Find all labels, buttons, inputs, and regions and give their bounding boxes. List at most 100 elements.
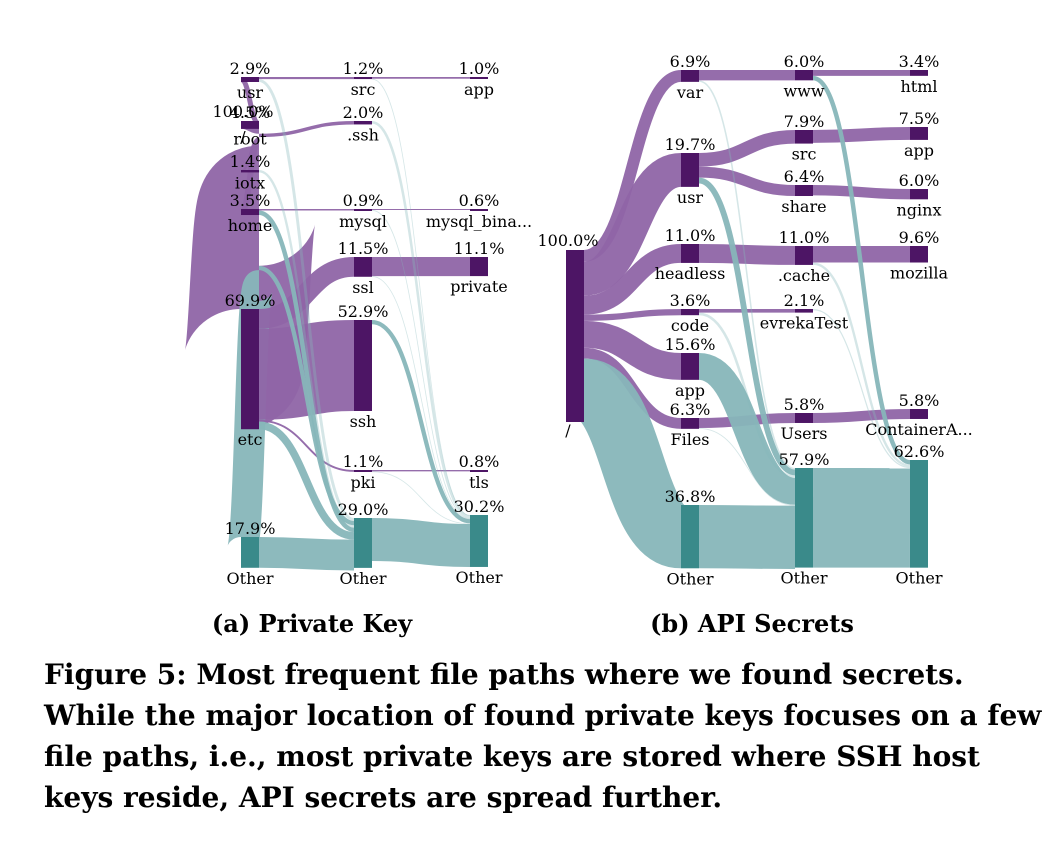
- api-flow-headless-to-cache: [698, 244, 796, 265]
- api-flow-o1-to-o2: [698, 505, 796, 569]
- pk-root-value-label: 100.0%: [212, 102, 273, 121]
- pk-flow-pki-to-o3: [371, 471, 471, 525]
- api-node-code: [681, 309, 699, 316]
- api-node-cache: [795, 246, 813, 265]
- pk-value-label-mysqlbin: 0.6%: [459, 191, 500, 210]
- pk-flow-home-to-o2: [258, 210, 355, 533]
- pk-value-label-o1: 17.9%: [225, 519, 276, 538]
- subtitle-private-key: (a) Private Key: [212, 609, 413, 638]
- pk-name-label-tls: tls: [469, 473, 489, 492]
- api-flows: [575, 69, 911, 569]
- pk-name-label-src: src: [351, 80, 376, 99]
- api-name-label-o1: Other: [667, 569, 714, 588]
- pk-name-label-private: private: [450, 277, 507, 296]
- api-value-label-app1: 15.6%: [665, 335, 716, 354]
- api-flow-root-to-usr: [581, 153, 684, 296]
- api-flow-cache-to-o3: [812, 262, 911, 467]
- api-value-label-share: 6.4%: [784, 167, 825, 186]
- pk-value-label-ssh: 52.9%: [338, 302, 389, 321]
- api-node-headless: [681, 244, 699, 263]
- api-node-app1: [681, 353, 699, 380]
- pk-value-label-ssl: 11.5%: [338, 239, 389, 258]
- pk-flow-ssh-to-o3: [371, 320, 471, 524]
- api-value-label-cache: 11.0%: [779, 228, 830, 247]
- pk-node-etc: [241, 309, 259, 430]
- api-name-label-html: html: [900, 77, 937, 96]
- api-root-name-label: /: [565, 421, 571, 440]
- pk-node-tls: [470, 470, 488, 472]
- pk-node-ssh: [354, 320, 372, 411]
- api-flow-www-to-o3: [812, 75, 911, 465]
- api-node-share: [795, 185, 813, 197]
- api-name-label-mozilla: mozilla: [890, 264, 949, 283]
- pk-flow-src-to-o3: [371, 78, 471, 516]
- pk-flow-etc-to-o2: [258, 421, 355, 540]
- pk-flow-mysql-to-o3: [371, 210, 471, 519]
- api-node-evreka: [795, 309, 813, 313]
- api-name-label-code: code: [671, 316, 709, 335]
- api-node-mozilla: [910, 246, 928, 263]
- api-nodes: 100.0%/6.9%var19.7%usr11.0%headless3.6%c…: [537, 52, 972, 588]
- pk-value-label-usr: 2.9%: [230, 59, 271, 78]
- sankey-api-secrets: 100.0%/6.9%var19.7%usr11.0%headless3.6%c…: [537, 52, 972, 588]
- api-node-users: [795, 413, 813, 423]
- api-name-label-app3: app: [904, 141, 934, 160]
- api-flow-src-to-app3: [812, 127, 911, 143]
- subtitle-api-secrets: (b) API Secrets: [650, 609, 854, 638]
- api-value-label-mozilla: 9.6%: [899, 228, 940, 247]
- api-value-label-users: 5.8%: [784, 395, 825, 414]
- api-flow-evreka-to-o3: [812, 309, 911, 469]
- api-node-o3: [910, 460, 928, 568]
- api-value-label-html: 3.4%: [899, 52, 940, 71]
- pk-flow-etc-to-ssl: [258, 257, 355, 329]
- pk-value-label-home: 3.5%: [230, 191, 271, 210]
- api-node-usr: [681, 153, 699, 187]
- pk-name-label-etc: etc: [238, 430, 263, 449]
- api-node-src: [795, 130, 813, 144]
- pk-node-o2: [354, 518, 372, 568]
- api-value-label-usr: 19.7%: [665, 135, 716, 154]
- api-node-files: [681, 418, 699, 429]
- api-flow-var-to-o2: [698, 80, 796, 470]
- pk-node-ssl: [354, 257, 372, 277]
- pk-name-label-home: home: [228, 216, 273, 235]
- api-node-container: [910, 409, 928, 419]
- api-value-label-www: 6.0%: [784, 52, 825, 71]
- api-node-o1: [681, 505, 699, 569]
- pk-value-label-o2: 29.0%: [338, 500, 389, 519]
- api-name-label-headless: headless: [655, 264, 726, 283]
- api-value-label-nginx: 6.0%: [899, 171, 940, 190]
- api-value-label-o3: 62.6%: [894, 442, 945, 461]
- api-name-label-share: share: [781, 197, 826, 216]
- pk-flow-ssl-to-o3: [371, 276, 471, 520]
- api-name-label-cache: .cache: [778, 266, 830, 285]
- api-name-label-usr: usr: [677, 188, 704, 207]
- pk-node-private: [470, 257, 488, 277]
- pk-node-app: [470, 77, 488, 79]
- api-flow-code-to-o2: [698, 312, 796, 478]
- pk-value-label-src: 1.2%: [343, 59, 384, 78]
- pk-node-dotssh: [354, 121, 372, 125]
- api-flow-root-to-code: [583, 309, 682, 321]
- pk-name-label-root: root: [233, 130, 267, 149]
- api-name-label-users: Users: [780, 424, 827, 443]
- pk-node-usr: [241, 77, 259, 82]
- sankey-figure: 100.0%/2.9%usr4.5%root1.4%iotx3.5%home69…: [180, 52, 973, 638]
- api-node-nginx: [910, 189, 928, 200]
- api-flow-root-to-app1: [583, 320, 682, 380]
- pk-node-mysqlbin: [470, 209, 488, 211]
- api-flow-files-to-o2: [698, 427, 796, 506]
- pk-value-label-dotssh: 2.0%: [343, 103, 384, 122]
- api-name-label-www: www: [783, 81, 824, 100]
- pk-node-root: [241, 121, 259, 129]
- api-flow-usr-to-share: [698, 166, 796, 197]
- pk-name-label-app: app: [464, 80, 494, 99]
- pk-flow-o2-to-o3: [371, 518, 471, 567]
- api-value-label-o2: 57.9%: [779, 450, 830, 469]
- pk-flow-dotssh-to-o3: [371, 121, 471, 518]
- api-value-label-files: 6.3%: [670, 400, 711, 419]
- api-flow-users-to-container: [812, 409, 911, 423]
- pk-name-label-o3: Other: [456, 568, 503, 587]
- pk-node-mysql: [354, 209, 372, 211]
- api-name-label-src: src: [792, 145, 817, 164]
